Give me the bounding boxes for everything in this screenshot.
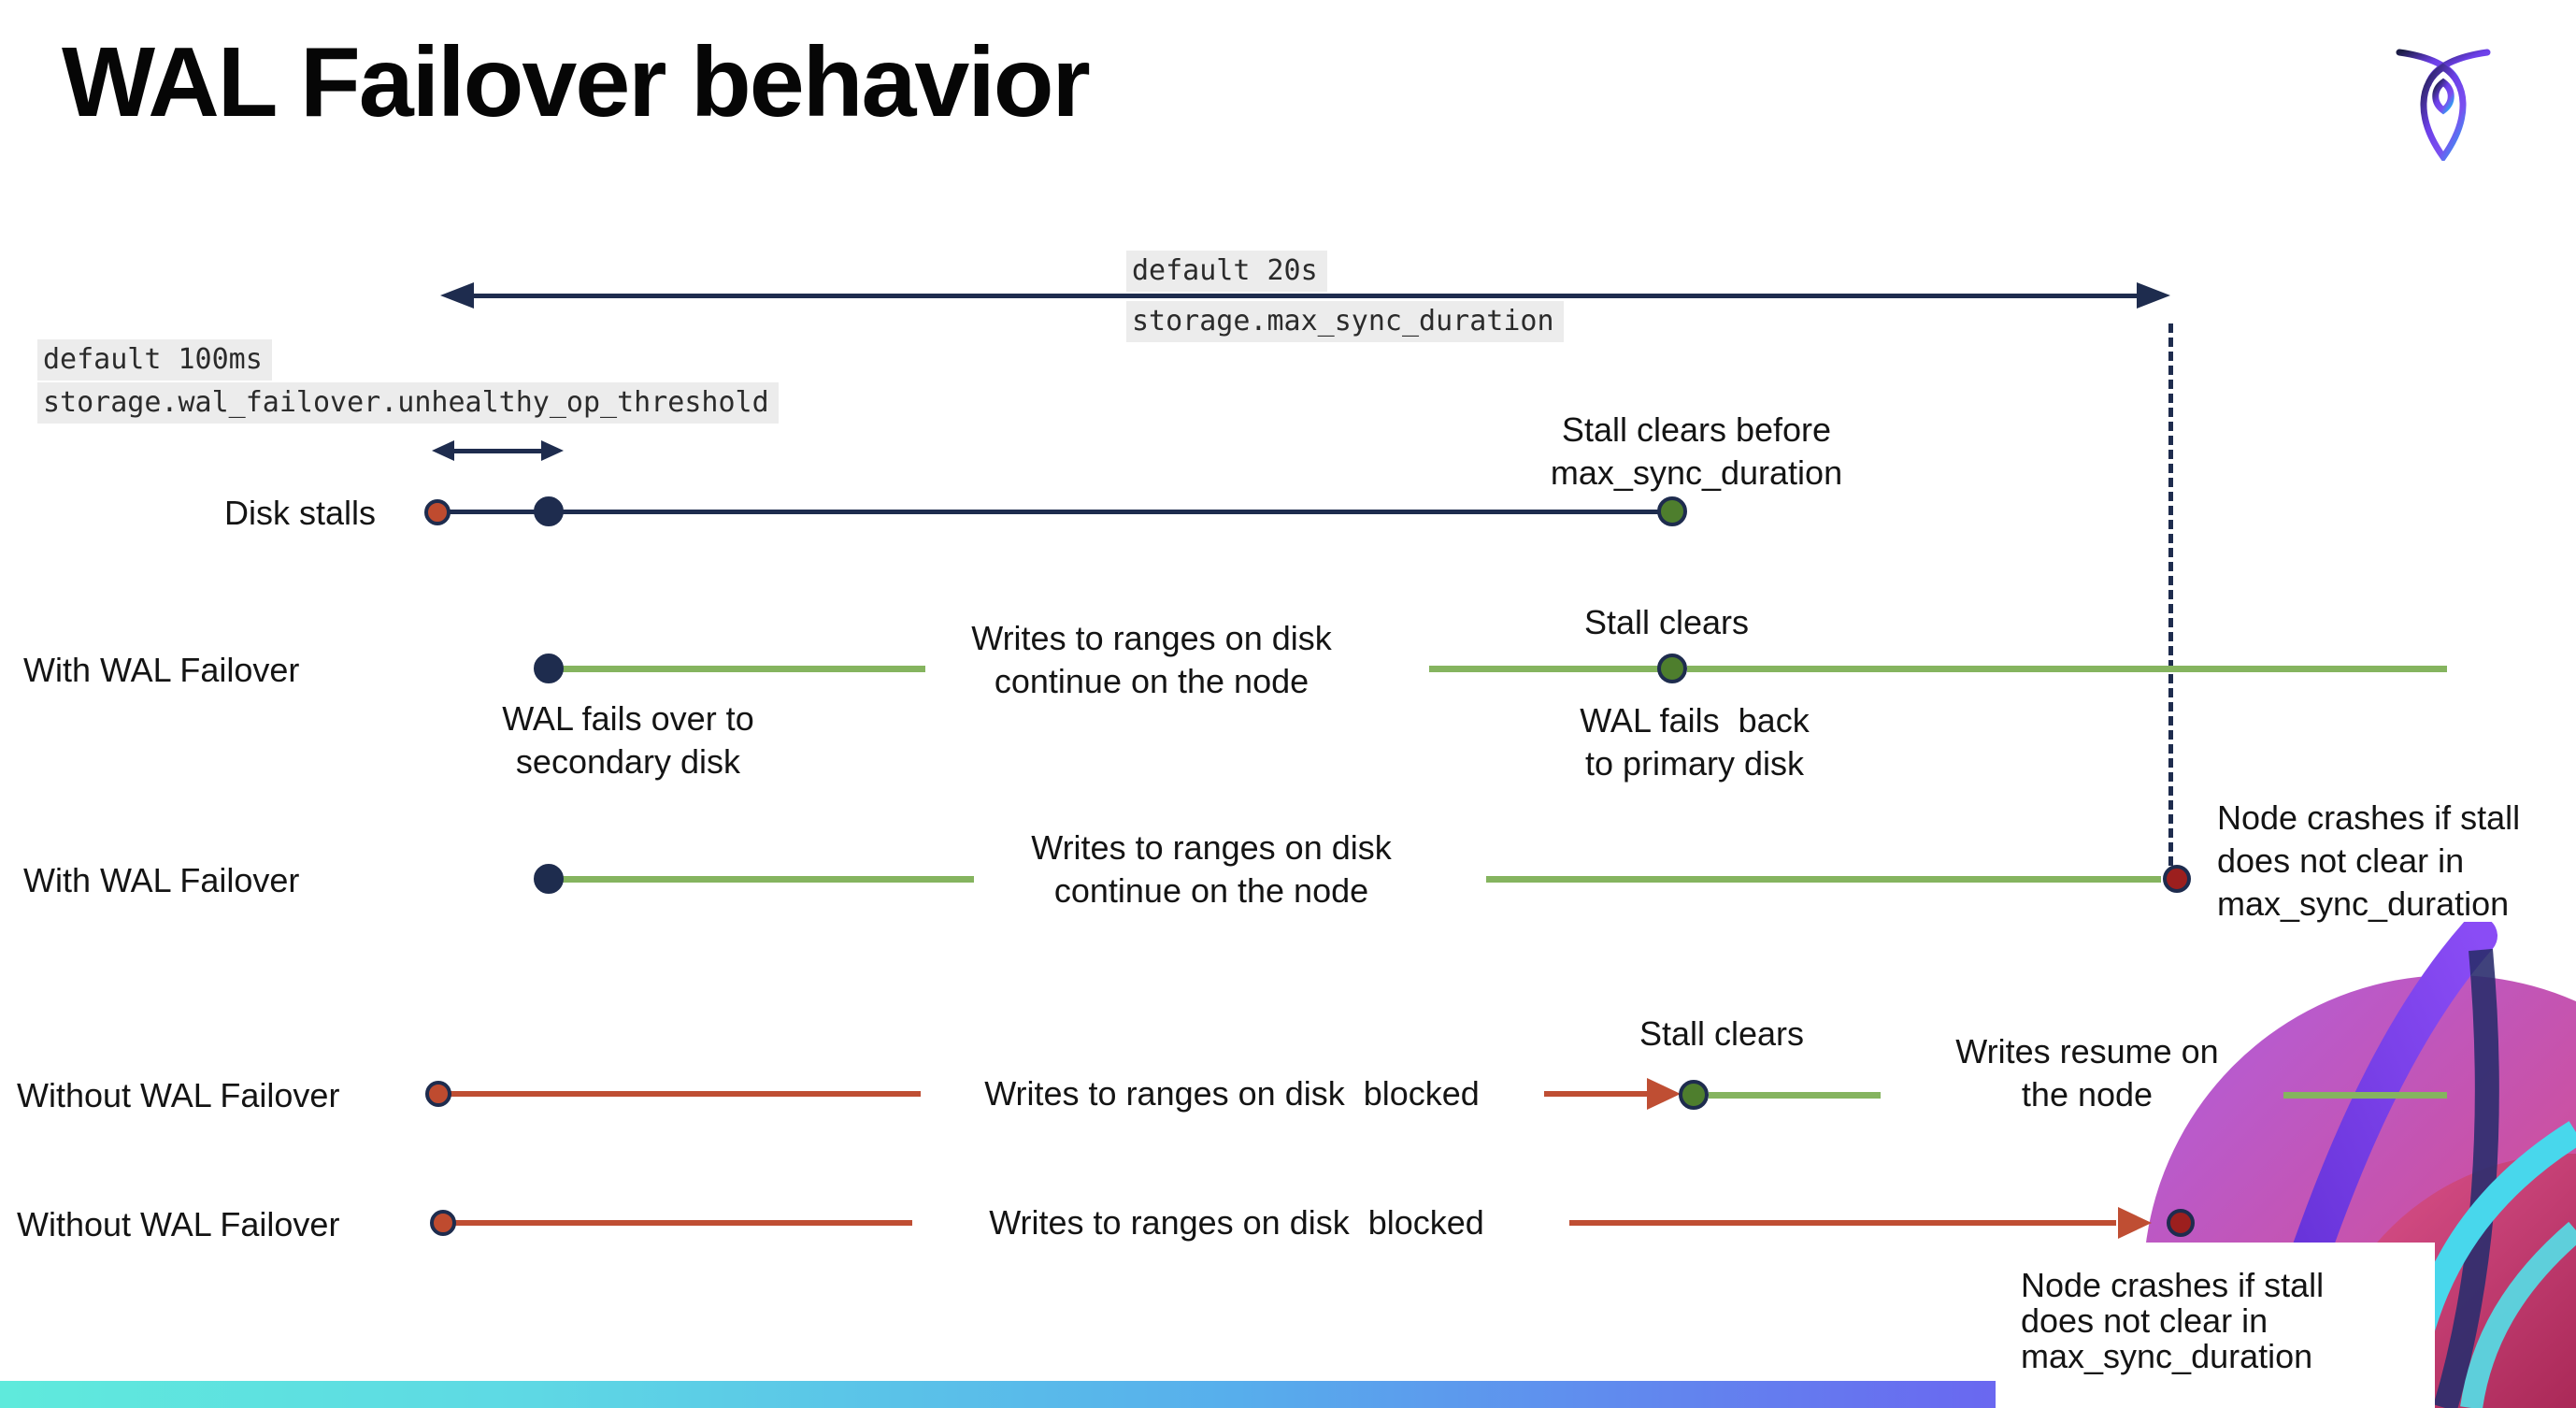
- page-title: WAL Failover behavior: [62, 27, 1091, 137]
- callout-wal-fails-over: WAL fails over to secondary disk: [502, 699, 754, 781]
- crash-note-box: [1996, 1243, 2435, 1408]
- threshold-default-label: default 100ms: [37, 339, 272, 381]
- wal2-crash-dot: [2163, 865, 2191, 893]
- disk-stall-timeline: [437, 510, 1662, 514]
- max-sync-span-line: [465, 294, 2140, 298]
- callout-writes-resume: Writes resume on the node: [1955, 1032, 2219, 1113]
- callout-writes-blocked-2: Writes to ranges on disk blocked: [989, 1203, 1484, 1242]
- callout-stall-clears-1: Stall clears: [1583, 603, 1750, 641]
- threshold-arrowhead-left-icon: [432, 440, 454, 461]
- max-sync-arrowhead-right-icon: [2137, 282, 2170, 309]
- wal1-green-line-a: [559, 666, 925, 672]
- nowal1-red-arrowhead-icon: [1647, 1078, 1681, 1110]
- max-sync-arrowhead-left-icon: [440, 282, 474, 309]
- row-label-with-wal-2: With WAL Failover: [23, 861, 300, 899]
- max-sync-setting-label: storage.max_sync_duration: [1126, 301, 1564, 342]
- max-sync-dashed-line: [2168, 323, 2173, 866]
- callout-writes-continue-2: Writes to ranges on disk continue on the…: [1031, 828, 1392, 910]
- nowal2-red-line-a: [455, 1220, 912, 1226]
- nowal1-red-line-b: [1544, 1091, 1649, 1097]
- nowal1-green-line-b: [2283, 1092, 2447, 1099]
- callout-node-crashes-2: Node crashes if stall does not clear in …: [2021, 1266, 2325, 1375]
- cockroach-logo-icon: [2395, 43, 2492, 164]
- max-sync-default-label: default 20s: [1126, 251, 1327, 292]
- callout-writes-continue-1: Writes to ranges on disk continue on the…: [971, 619, 1332, 700]
- threshold-span-line: [447, 449, 547, 453]
- callout-stall-clears-2: Stall clears: [1639, 1014, 1805, 1053]
- callout-wal-fails-back: WAL fails back to primary disk: [1580, 701, 1810, 783]
- threshold-arrowhead-right-icon: [541, 440, 564, 461]
- stall-start-dot: [424, 499, 451, 525]
- callout-node-crashes-1: Node crashes if stall does not clear in …: [2217, 798, 2521, 923]
- nowal1-red-line-a: [451, 1091, 921, 1097]
- wal2-failover-dot: [534, 864, 564, 894]
- callout-stall-clears-before: Stall clears before max_sync_duration: [1550, 410, 1843, 492]
- row-label-without-wal-2: Without WAL Failover: [17, 1205, 340, 1243]
- row-label-disk-stalls: Disk stalls: [224, 494, 377, 532]
- threshold-hit-dot: [534, 496, 564, 526]
- nowal2-stall-dot: [430, 1210, 456, 1236]
- cockroach-logo-svg: [2396, 49, 2491, 164]
- nowal2-crash-dot: [2167, 1209, 2195, 1237]
- wal1-stall-clear-dot: [1657, 654, 1687, 683]
- row-label-without-wal-1: Without WAL Failover: [17, 1076, 340, 1114]
- nowal1-green-line-a: [1709, 1092, 1881, 1099]
- stall-clear-dot: [1657, 496, 1687, 526]
- nowal2-red-line-b: [1569, 1220, 2116, 1226]
- wal1-green-line-b: [1429, 666, 1659, 672]
- nowal1-stall-dot: [425, 1081, 451, 1107]
- wal1-failover-dot: [534, 654, 564, 683]
- wal2-green-line-b: [1486, 876, 2161, 883]
- nowal2-red-arrowhead-icon: [2118, 1207, 2152, 1239]
- callout-writes-blocked-1: Writes to ranges on disk blocked: [984, 1074, 1480, 1113]
- wal1-green-line-c: [1687, 666, 2447, 672]
- wal2-green-line-a: [559, 876, 974, 883]
- nowal1-stall-clear-dot: [1679, 1080, 1709, 1110]
- row-label-with-wal-1: With WAL Failover: [23, 651, 300, 689]
- threshold-setting-label: storage.wal_failover.unhealthy_op_thresh…: [37, 382, 779, 424]
